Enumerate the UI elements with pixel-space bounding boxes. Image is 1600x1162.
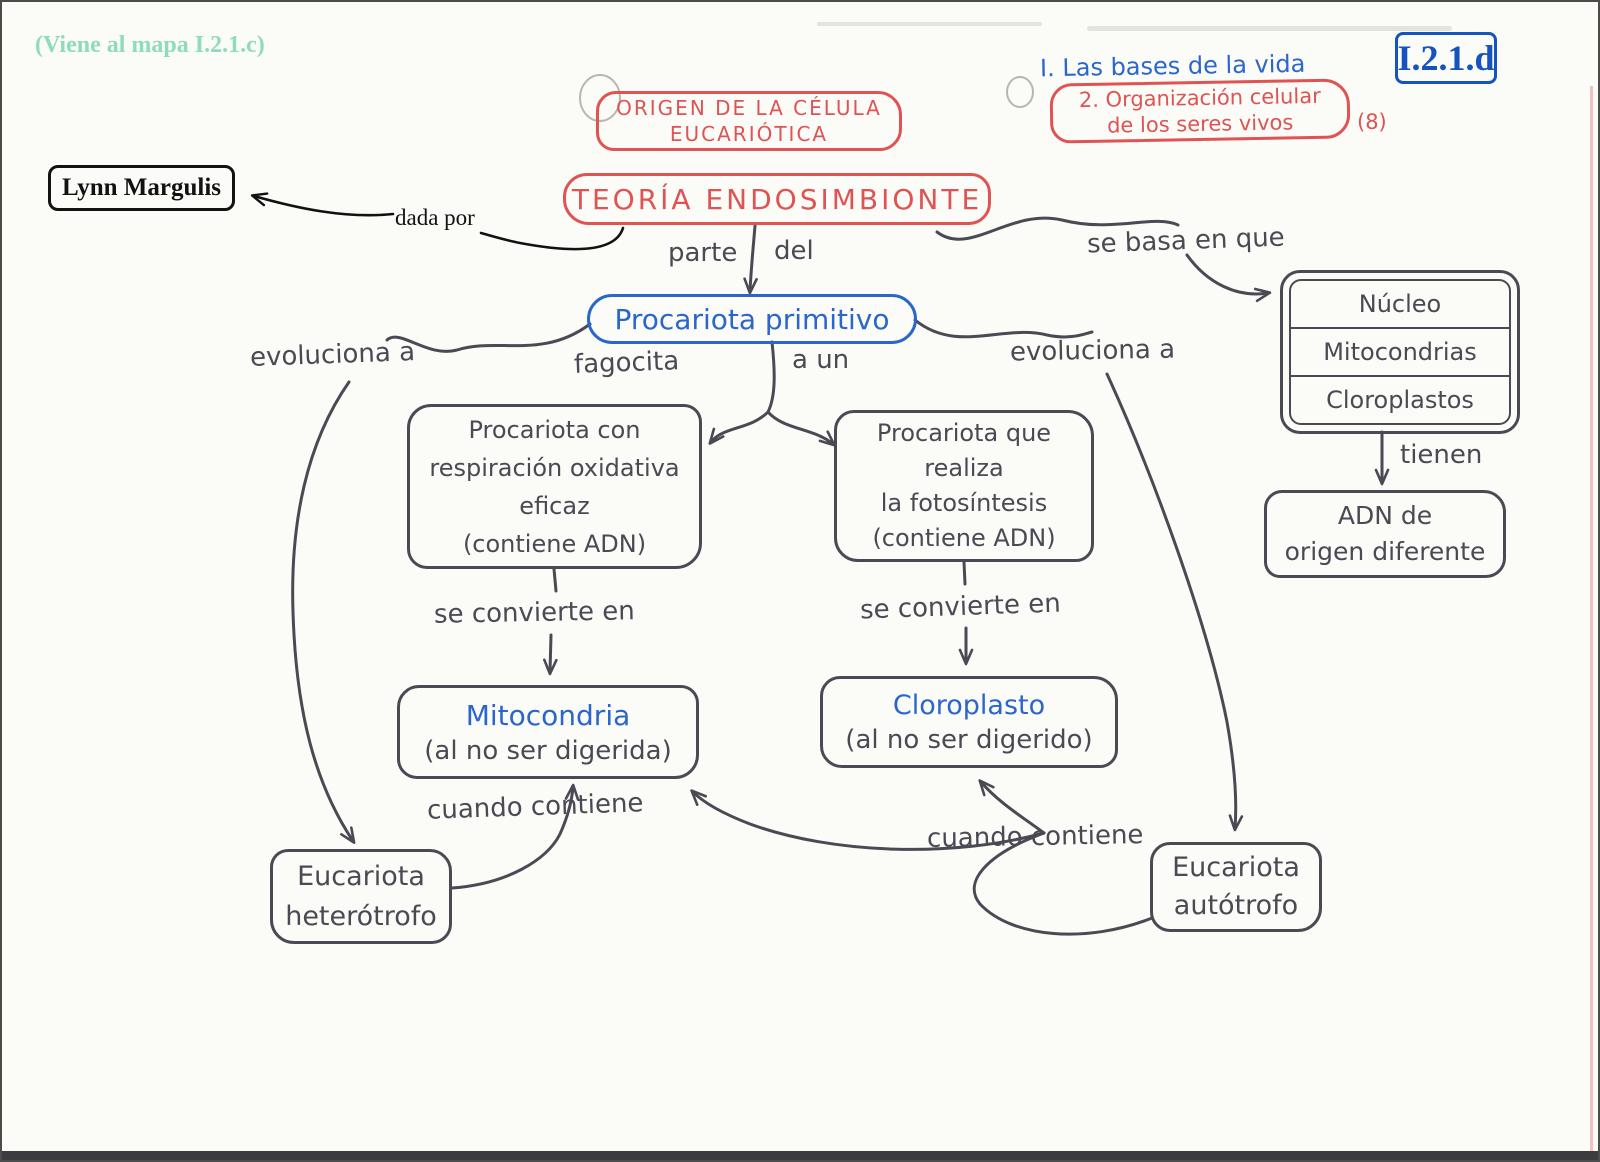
node-fotosintesis-line1: Procariota que bbox=[876, 419, 1052, 447]
edge-teoria-to-autor-arrow bbox=[250, 192, 395, 217]
edge-primitivo-to-autotrofo bbox=[1105, 372, 1244, 832]
scan-smudge bbox=[817, 22, 1042, 26]
node-heterotrofo-line1: Eucariota bbox=[297, 860, 425, 892]
node-oxidativa-line4: (contiene ADN) bbox=[462, 529, 647, 558]
node-organulos-row2: Mitocondrias bbox=[1291, 329, 1509, 377]
edge-label-se-basa: se basa en que bbox=[1086, 222, 1286, 260]
node-oxidativa-line2: respiración oxidativa bbox=[429, 453, 680, 482]
unit-title-line2: de los seres vivos bbox=[1106, 110, 1294, 138]
node-organulos: Núcleo Mitocondrias Cloroplastos bbox=[1280, 270, 1520, 434]
edge-label-convierte-right: se convierte en bbox=[859, 588, 1062, 626]
node-adn-line2: origen diferente bbox=[1284, 537, 1486, 566]
node-primitivo-label: Procariota primitivo bbox=[614, 302, 890, 336]
node-autotrofo-line2: autótrofo bbox=[1173, 890, 1299, 921]
node-organulos-row3: Cloroplastos bbox=[1326, 386, 1474, 414]
node-teoria: TEORÍA ENDOSIMBIONTE bbox=[563, 173, 991, 225]
edge-label-cuando-right: cuando contiene bbox=[926, 820, 1144, 854]
node-oxidativa-line3: eficaz bbox=[519, 491, 590, 520]
node-organulos-row1: Núcleo bbox=[1291, 281, 1509, 329]
node-oxidativa-line1: Procariota con bbox=[468, 415, 641, 444]
edge-label-fagocita: fagocita bbox=[573, 346, 680, 380]
node-cloroplasto: Cloroplasto (al no ser digerido) bbox=[820, 676, 1118, 768]
node-fotosintesis-line2: realiza bbox=[924, 454, 1004, 482]
node-autor-label: Lynn Margulis bbox=[61, 174, 222, 201]
node-heterotrofo-line2: heterótrofo bbox=[285, 900, 437, 932]
node-cloroplasto-note: (al no ser digerido) bbox=[845, 724, 1093, 755]
node-oxidativa: Procariota con respiración oxidativa efi… bbox=[407, 404, 702, 569]
edge-label-parte: parte bbox=[668, 238, 738, 268]
node-teoria-label: TEORÍA ENDOSIMBIONTE bbox=[571, 182, 983, 216]
node-fotosintesis-line4: (contiene ADN) bbox=[872, 524, 1056, 552]
node-mitocondria-title: Mitocondria bbox=[465, 698, 631, 732]
edge-fagocita-to-fotosintesis bbox=[766, 410, 836, 447]
edge-label-cuando-left: cuando contiene bbox=[426, 788, 644, 826]
unit-count: (8) bbox=[1357, 110, 1387, 134]
edge-label-evoluciona-left: evoluciona a bbox=[249, 337, 416, 373]
edge-teoria-to-organulos-arrow bbox=[1185, 253, 1272, 303]
punch-hole-mark bbox=[1006, 76, 1034, 108]
node-fotosintesis: Procariota que realiza la fotosíntesis (… bbox=[834, 410, 1094, 562]
edge-teoria-to-autor-tail bbox=[479, 226, 625, 251]
unit-title-bubble: 2. Organización celular de los seres viv… bbox=[1049, 78, 1351, 144]
node-origen-line1: ORIGEN DE LA CÉLULA bbox=[616, 96, 882, 120]
node-autotrofo: Eucariota autótrofo bbox=[1150, 842, 1322, 932]
scan-smudge bbox=[1087, 26, 1452, 31]
edge-primitivo-evoluciona-right-tail bbox=[913, 318, 1094, 339]
node-mitocondria: Mitocondria (al no ser digerida) bbox=[397, 685, 699, 779]
node-origen: ORIGEN DE LA CÉLULA EUCARIÓTICA bbox=[596, 91, 902, 151]
node-fotosintesis-line3: la fotosíntesis bbox=[880, 489, 1048, 517]
node-primitivo: Procariota primitivo bbox=[587, 294, 917, 344]
scan-bottom-edge bbox=[2, 1151, 1598, 1160]
edge-fagocita-stem bbox=[766, 340, 776, 414]
edge-label-evoluciona-right: evoluciona a bbox=[1009, 334, 1176, 368]
map-id-box: I.2.1.d bbox=[1395, 32, 1497, 84]
node-heterotrofo: Eucariota heterótrofo bbox=[270, 849, 452, 944]
edge-label-a-un: a un bbox=[792, 345, 850, 375]
node-adn-line1: ADN de bbox=[1337, 501, 1433, 530]
edge-convierte-right-stem bbox=[962, 560, 967, 586]
edge-label-tienen: tienen bbox=[1400, 440, 1483, 470]
map-id-label: I.2.1.d bbox=[1397, 38, 1495, 78]
edge-primitivo-evoluciona-left-tail bbox=[385, 322, 592, 353]
node-autotrofo-line1: Eucariota bbox=[1172, 852, 1300, 883]
node-adn: ADN de origen diferente bbox=[1264, 490, 1506, 578]
edge-label-del: del bbox=[774, 236, 814, 266]
node-cloroplasto-title: Cloroplasto bbox=[892, 689, 1046, 721]
corner-note: (Viene al mapa I.2.1.c) bbox=[35, 32, 265, 58]
edge-fagocita-to-oxidativa bbox=[708, 410, 770, 445]
edge-teoria-to-primitivo bbox=[743, 224, 758, 295]
edge-label-convierte-left: se convierte en bbox=[433, 596, 635, 630]
node-autor: Lynn Margulis bbox=[48, 165, 235, 211]
node-origen-line2: EUCARIÓTICA bbox=[669, 122, 829, 146]
node-mitocondria-note: (al no ser digerida) bbox=[424, 735, 672, 766]
edge-convierte-left-arrow bbox=[543, 633, 558, 676]
edge-primitivo-to-heterotrofo bbox=[291, 380, 356, 844]
edge-label-dada-por: dada por bbox=[395, 205, 475, 230]
page-margin-line bbox=[1590, 86, 1593, 1152]
course-title: I. Las bases de la vida bbox=[1039, 49, 1306, 83]
edge-convierte-left-stem bbox=[552, 567, 558, 593]
